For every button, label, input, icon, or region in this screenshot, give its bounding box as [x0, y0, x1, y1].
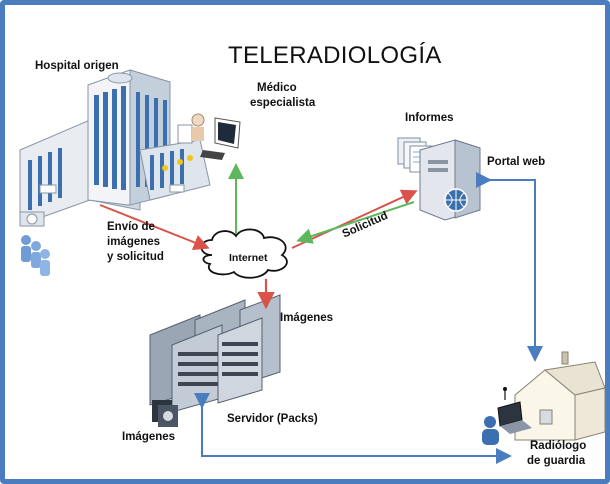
images-film-icon — [152, 400, 178, 427]
server-racks-icon — [149, 294, 281, 413]
images-label-center: Imágenes — [280, 312, 334, 324]
hospital-label: Hospital origen — [35, 60, 119, 72]
patients-icon — [21, 235, 50, 276]
portal-label: Portal web — [487, 156, 546, 168]
internet-to-portal-arrow — [291, 189, 418, 249]
hospital-icon — [19, 69, 211, 226]
server-label: Servidor (Packs) — [227, 413, 318, 425]
send-label-line2: imágenes — [107, 236, 161, 248]
house-icon — [514, 351, 606, 441]
send-label-line1: Envío de — [107, 221, 155, 233]
doctor-label-line1: Médico — [257, 82, 297, 94]
send-label-line3: y solicitud — [107, 251, 164, 263]
server-radiologist-connector — [194, 393, 512, 464]
doctor-label-line2: especialista — [250, 97, 316, 109]
portal-to-internet-arrow — [296, 201, 415, 244]
reports-label: Informes — [405, 112, 454, 124]
radiologist-label-line2: de guardia — [527, 455, 586, 467]
radiologist-label-line1: Radiólogo — [530, 440, 587, 452]
images-label-left: Imágenes — [122, 431, 176, 443]
internet-label: Internet — [229, 252, 268, 264]
portal-house-connector — [476, 172, 543, 362]
hospital-to-internet-arrow — [99, 204, 210, 251]
page-title: TELERADIOLOGÍA — [228, 42, 442, 69]
internet-cloud-icon — [200, 228, 288, 279]
web-server-icon — [419, 139, 481, 221]
doctor-computer-icon — [177, 113, 241, 160]
scanner-icon — [19, 211, 45, 227]
